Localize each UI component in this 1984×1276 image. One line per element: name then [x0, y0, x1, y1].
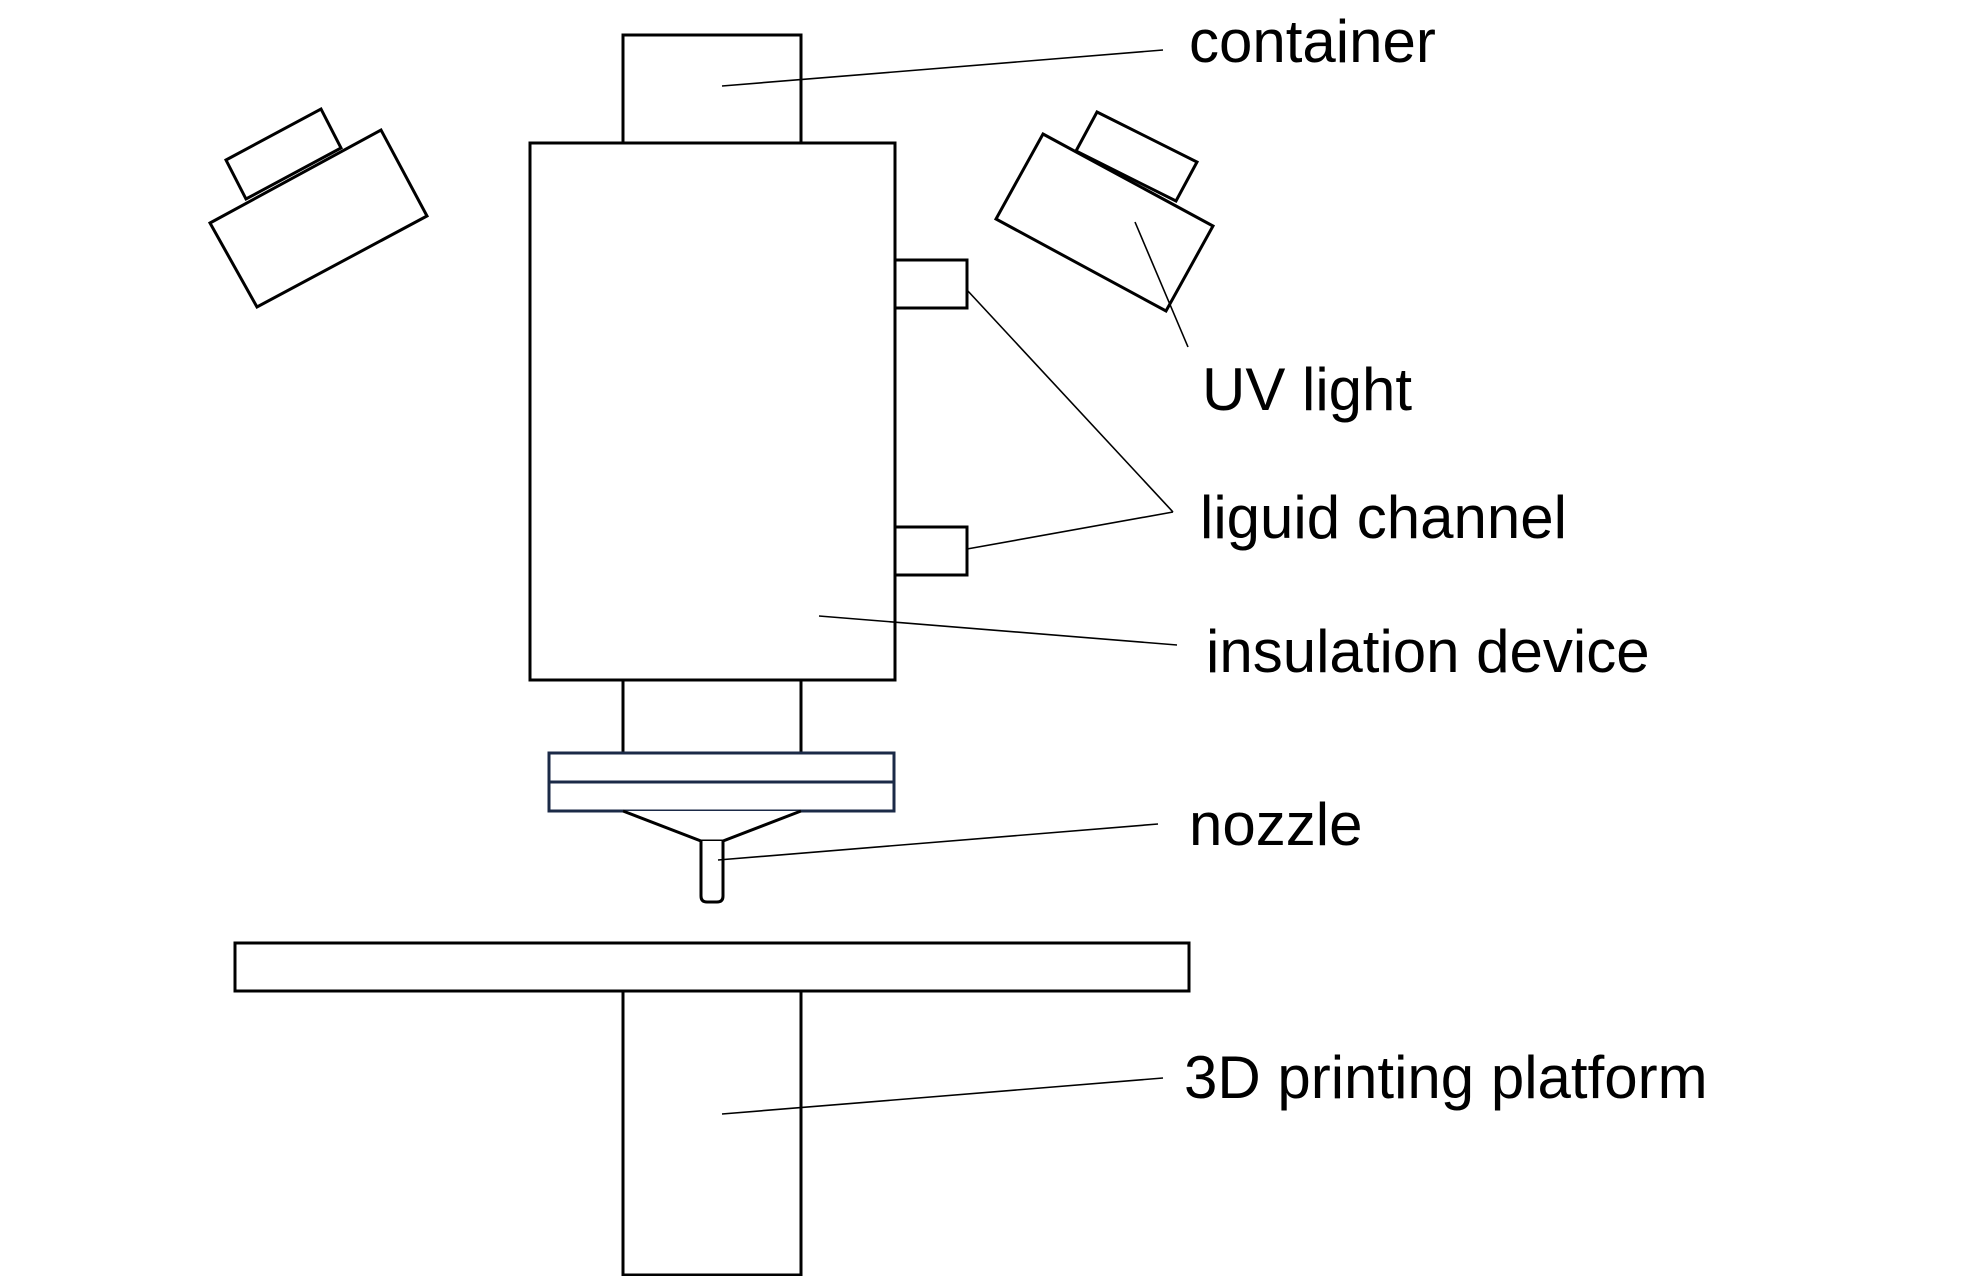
platform-column — [621, 989, 803, 1276]
label-liquid-channel: liguid channel — [1200, 484, 1567, 551]
liquid-channel-lower — [893, 525, 969, 577]
nozzle-cone — [622, 809, 802, 843]
container-body — [621, 33, 803, 147]
leader-platform — [721, 1077, 1164, 1115]
liquid-channel-upper — [893, 258, 969, 310]
uv-light-right — [993, 110, 1216, 314]
label-nozzle: nozzle — [1189, 791, 1362, 858]
label-platform: 3D printing platform — [1184, 1044, 1708, 1111]
leader-uv-light — [1134, 221, 1189, 348]
nozzle-plate — [547, 751, 896, 813]
uv-light-left — [207, 106, 430, 310]
leader-insulation-device — [818, 615, 1178, 646]
nozzle-neck — [621, 678, 803, 755]
leader-liquid-channel-upper — [966, 289, 1174, 513]
leader-nozzle — [717, 823, 1159, 861]
insulation-device-body — [528, 141, 897, 682]
label-uv-light: UV light — [1202, 356, 1412, 423]
leader-container — [721, 49, 1164, 87]
leader-liquid-channel-lower — [966, 511, 1174, 550]
nozzle-tip — [699, 841, 725, 904]
label-container: container — [1189, 8, 1436, 75]
label-insulation-device: insulation device — [1206, 618, 1650, 685]
platform-plate — [233, 941, 1191, 993]
